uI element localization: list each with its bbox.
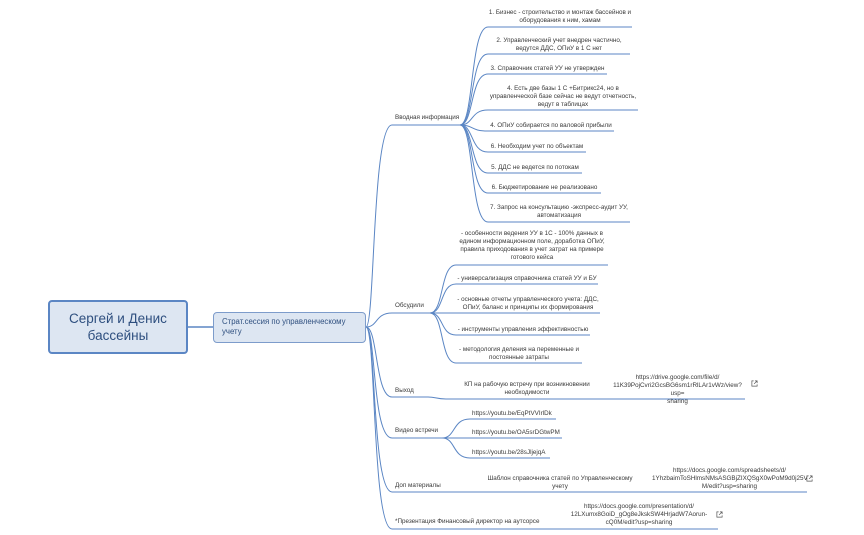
extra-link[interactable]: https://docs.google.com/spreadsheets/d/ … <box>652 467 812 490</box>
extra-item[interactable]: Шаблон справочника статей по Управленчес… <box>487 475 633 490</box>
presentation-link[interactable]: https://docs.google.com/presentation/d/ … <box>570 503 708 526</box>
discussed-item[interactable]: - инструменты управления эффективностью <box>457 326 589 333</box>
external-link-icon[interactable] <box>751 380 758 387</box>
intro-item[interactable]: 3. Справочник статей УУ не утвержден <box>490 65 605 72</box>
intro-item[interactable]: 5. ДДС не ведется по потокам <box>491 164 579 171</box>
intro-item[interactable]: 1. Бизнес - строительство и монтаж бассе… <box>488 9 632 24</box>
intro-item[interactable]: 4. ОПиУ собирается по валовой прибыли <box>490 122 612 129</box>
intro-item[interactable]: 6. Необходим учет по объектам <box>490 143 584 150</box>
output-item[interactable]: КП на рабочую встречу при возникновении … <box>464 381 590 396</box>
session-node[interactable]: Страт.сессия по управленческому учету <box>213 312 366 343</box>
branch-discussed-label[interactable]: Обсудили <box>395 302 424 309</box>
intro-item[interactable]: 2. Управленческий учет внедрен частично,… <box>496 37 622 52</box>
branch-intro-label[interactable]: Вводная информация <box>395 114 460 121</box>
root-node[interactable]: Сергей и Денис бассейны <box>48 300 188 354</box>
branch-presentation-label[interactable]: *Презентация Финансовый директор на аутс… <box>395 518 540 525</box>
discussed-item[interactable]: - особенности ведения УУ в 1С - 100% дан… <box>459 230 605 261</box>
branch-extra-label[interactable]: Доп материалы <box>395 482 441 489</box>
output-link[interactable]: https://drive.google.com/file/d/ 11K39Po… <box>613 374 742 405</box>
branch-video-label[interactable]: Видео встречи <box>395 427 439 434</box>
video-link[interactable]: https://youtu.be/EqPtVVIrlDk <box>472 410 552 417</box>
video-link[interactable]: https://youtu.be/OA5srDGtwPM <box>472 429 560 436</box>
intro-item[interactable]: 7. Запрос на консультацию -экспресс-ауди… <box>490 204 628 219</box>
discussed-item[interactable]: - методология деления на переменные и по… <box>459 346 579 361</box>
intro-item[interactable]: 6. Бюджетирование не реализовано <box>491 184 598 191</box>
discussed-item[interactable]: - основные отчеты управленческого учета:… <box>457 296 599 311</box>
video-link[interactable]: https://youtu.be/28sJljejqA <box>472 449 546 456</box>
external-link-icon[interactable] <box>806 475 813 482</box>
branch-output-label[interactable]: Выход <box>395 387 414 394</box>
external-link-icon[interactable] <box>716 511 723 518</box>
intro-item[interactable]: 4. Есть две базы 1 С +Битрикс24, но в уп… <box>489 85 637 108</box>
discussed-item[interactable]: - универсализация справочника статей УУ … <box>457 275 597 282</box>
